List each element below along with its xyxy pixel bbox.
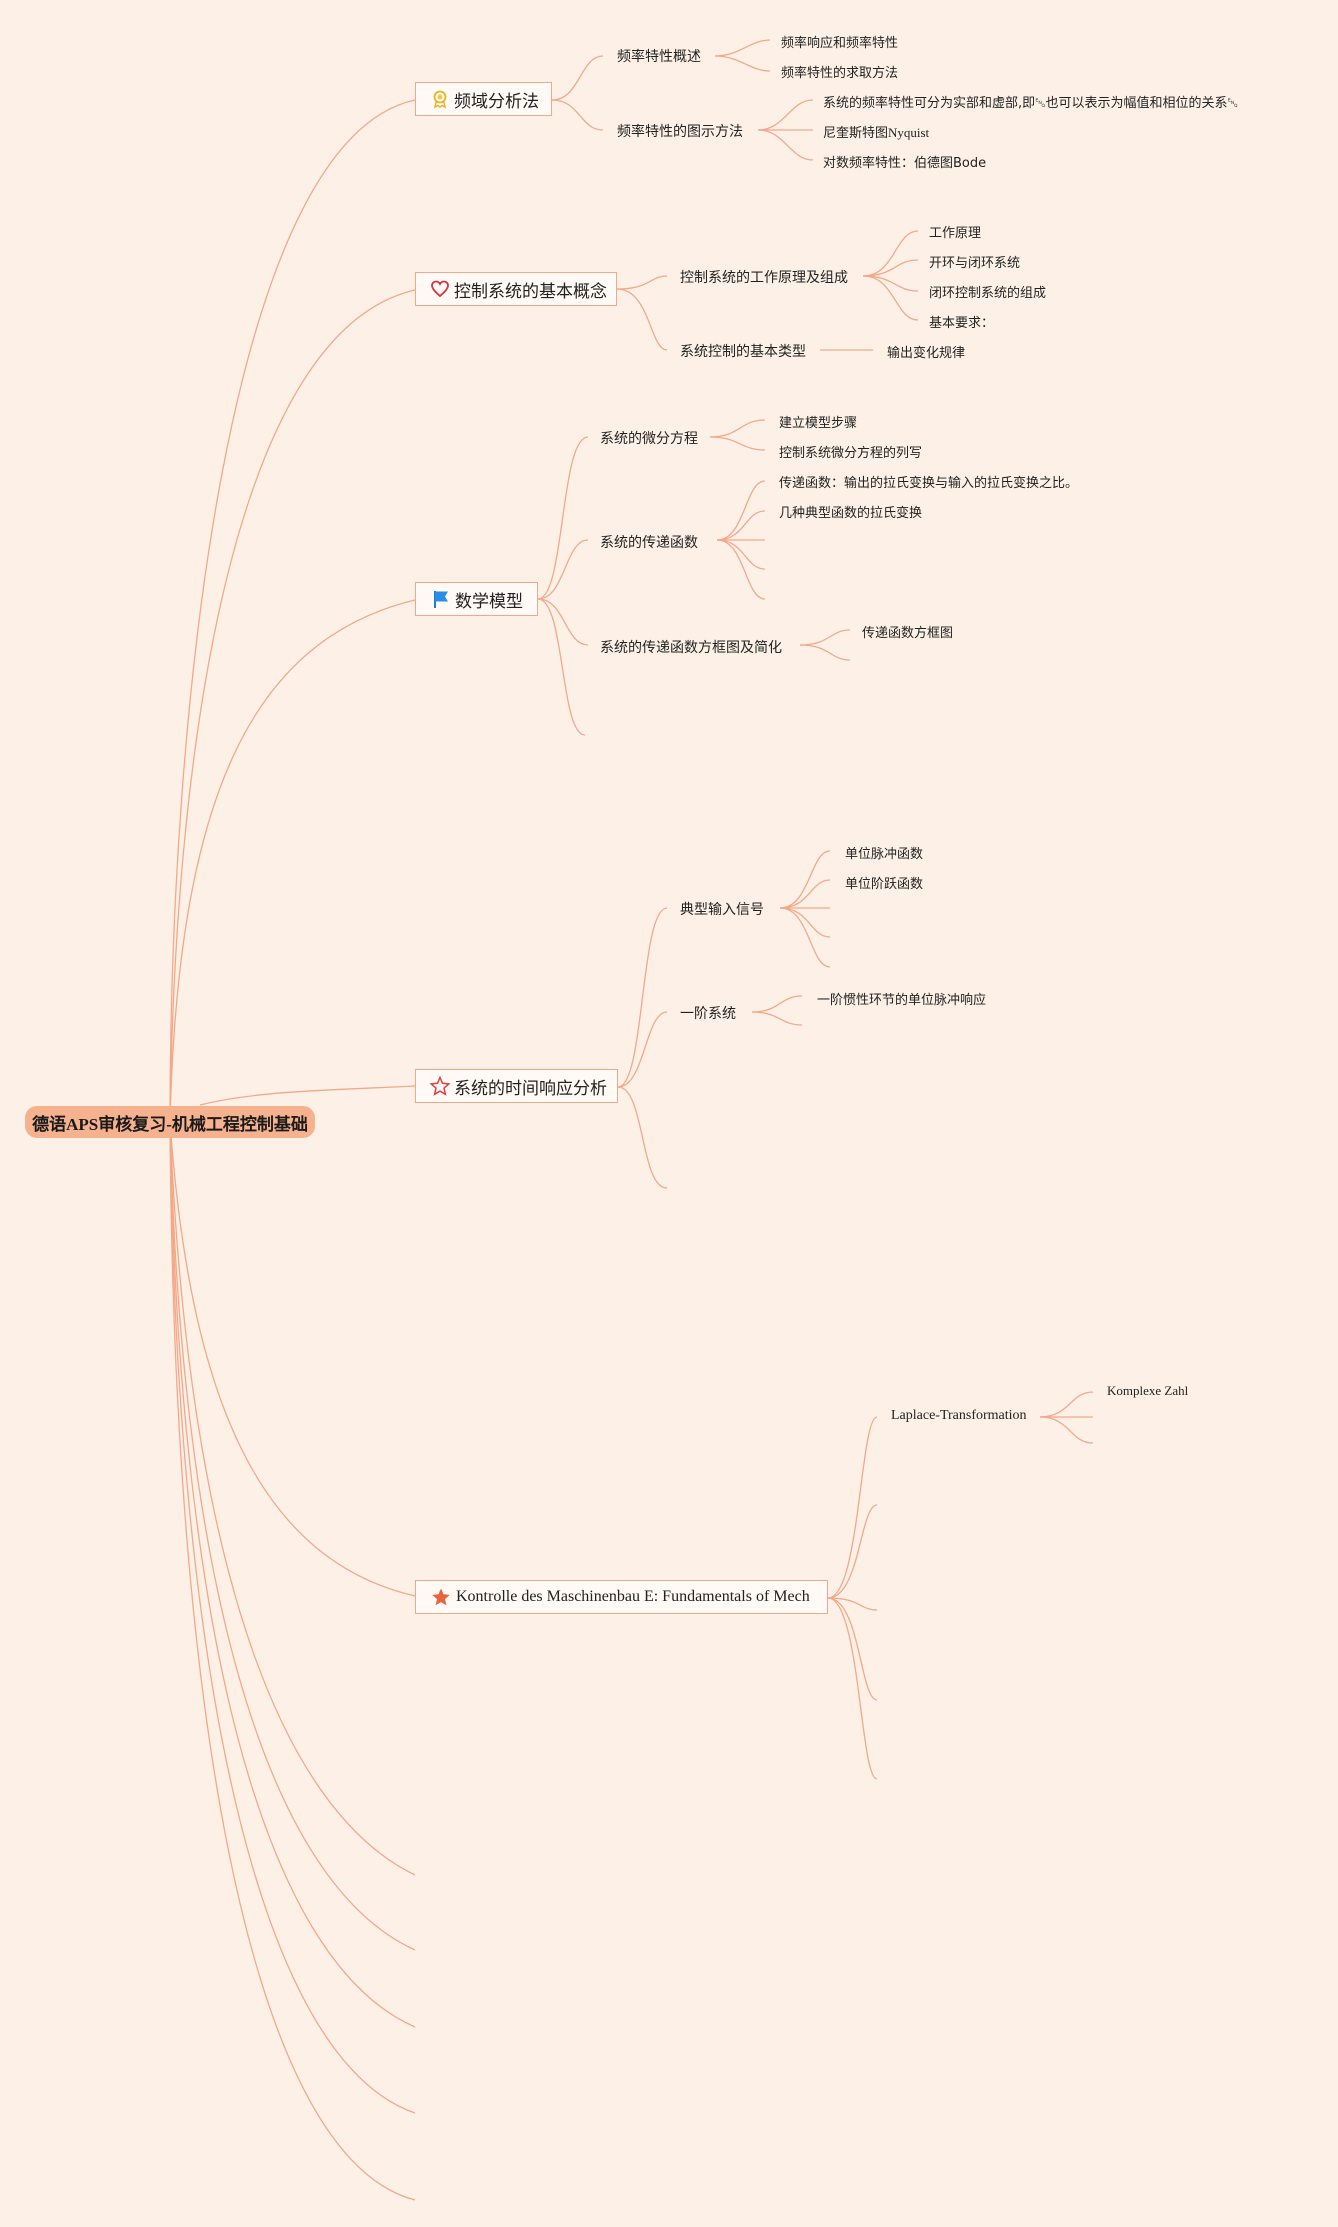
leaf-nyquist[interactable]: 尼奎斯特图Nyquist <box>823 125 930 140</box>
leaf-model-steps[interactable]: 建立模型步骤 <box>779 416 858 431</box>
leaf-output-law[interactable]: 输出变化规律 <box>887 346 966 361</box>
leaf-first-order-impulse[interactable]: 一阶惯性环节的单位脉冲响应 <box>817 993 987 1008</box>
star-outline-icon <box>430 1075 450 1097</box>
root-topic[interactable]: 德语APS审核复习-机械工程控制基础 <box>25 1106 315 1138</box>
leaf-tf-definition[interactable]: 传递函数：输出的拉氏变换与输入的拉氏变换之比。 <box>779 476 1079 491</box>
topic-control-basics[interactable]: 控制系统的基本概念 <box>415 272 617 306</box>
leaf-requirements[interactable]: 基本要求： <box>929 316 995 331</box>
topic-label: 控制系统的基本概念 <box>454 281 607 302</box>
subtopic-working-principle[interactable]: 控制系统的工作原理及组成 <box>680 270 848 286</box>
topic-frequency-domain-analysis[interactable]: 频域分析法 <box>415 82 552 116</box>
subtopic-diff-equation[interactable]: 系统的微分方程 <box>600 431 698 447</box>
subtopic-freq-graphs[interactable]: 频率特性的图示方法 <box>617 124 743 140</box>
subtopic-block-diagram[interactable]: 系统的传递函数方框图及简化 <box>600 640 782 656</box>
topic-label: 频域分析法 <box>454 91 539 112</box>
star-filled-icon <box>430 1586 452 1608</box>
ribbon-icon <box>430 88 450 110</box>
topic-label: 系统的时间响应分析 <box>454 1078 607 1099</box>
leaf-unit-impulse[interactable]: 单位脉冲函数 <box>845 847 924 862</box>
leaf-laplace-typical[interactable]: 几种典型函数的拉氏变换 <box>779 506 923 521</box>
leaf-freq-realimag[interactable]: 系统的频率特性可分为实部和虚部,即␅也可以表示为幅值和相位的关系␅ <box>823 96 1238 111</box>
topic-label: Kontrolle des Maschinenbau E: Fundamenta… <box>456 1588 810 1605</box>
leaf-bode[interactable]: 对数频率特性：伯德图Bode <box>823 156 987 171</box>
subtopic-transfer-function[interactable]: 系统的传递函数 <box>600 535 698 551</box>
leaf-diff-eq-writing[interactable]: 控制系统微分方程的列写 <box>779 446 923 461</box>
subtopic-first-order[interactable]: 一阶系统 <box>680 1006 736 1022</box>
leaf-komplexe-zahl[interactable]: Komplexe Zahl <box>1107 1383 1189 1398</box>
leaf-closed-loop[interactable]: 闭环控制系统的组成 <box>929 286 1047 301</box>
subtopic-typical-inputs[interactable]: 典型输入信号 <box>680 902 764 918</box>
topic-label: 数学模型 <box>455 591 523 612</box>
topic-time-response[interactable]: 系统的时间响应分析 <box>415 1069 618 1103</box>
topic-math-model[interactable]: 数学模型 <box>415 582 538 616</box>
leaf-freq-acquire[interactable]: 频率特性的求取方法 <box>781 66 899 81</box>
subtopic-freq-overview[interactable]: 频率特性概述 <box>617 49 701 65</box>
leaf-open-closed[interactable]: 开环与闭环系统 <box>929 256 1021 271</box>
subtopic-control-types[interactable]: 系统控制的基本类型 <box>680 344 806 360</box>
leaf-tf-block-diagram[interactable]: 传递函数方框图 <box>862 626 954 641</box>
leaf-unit-step[interactable]: 单位阶跃函数 <box>845 877 924 892</box>
heart-icon <box>430 278 450 300</box>
leaf-freq-response[interactable]: 频率响应和频率特性 <box>781 36 899 51</box>
flag-icon <box>430 588 451 610</box>
leaf-principle[interactable]: 工作原理 <box>929 226 982 241</box>
subtopic-laplace[interactable]: Laplace-Transformation <box>891 1408 1027 1423</box>
topic-kontrolle-maschinenbau[interactable]: Kontrolle des Maschinenbau E: Fundamenta… <box>415 1580 828 1614</box>
